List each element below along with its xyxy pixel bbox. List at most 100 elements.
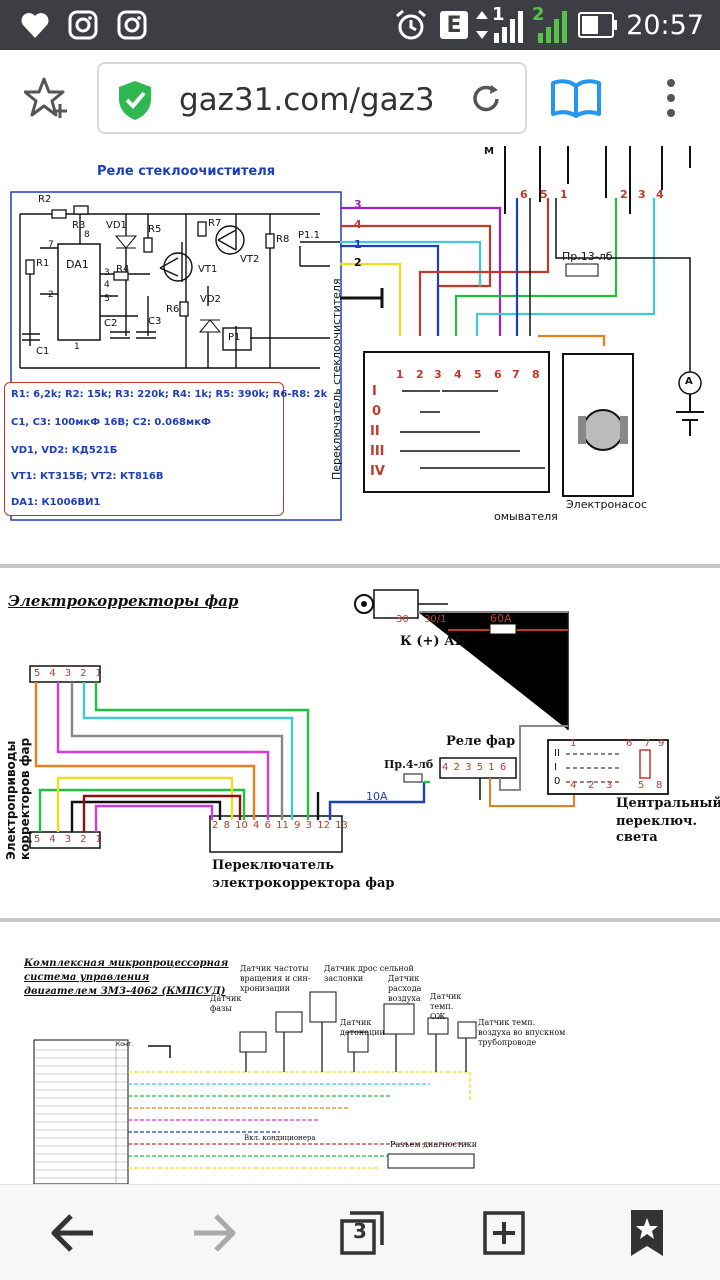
switch-position: IV	[370, 464, 385, 479]
switch-position: III	[370, 444, 385, 459]
sensor-label: Датчик частоты вращения и син-хронизации	[240, 964, 311, 993]
sensor-label: Датчик детонации	[340, 1018, 385, 1037]
label-p1: P1	[228, 332, 241, 343]
label-da1: DA1	[66, 258, 89, 271]
connector-pins-bottom: 54321	[34, 834, 111, 845]
spec-line: С1, С3: 100мкФ 16В; С2: 0.068мкФ	[11, 417, 211, 428]
motor-letter: M	[484, 146, 494, 157]
wiper-wiring-drawing	[10, 146, 704, 521]
switch-pin: 1	[396, 368, 404, 381]
bookmark-add-icon[interactable]	[23, 76, 70, 124]
motor-pin: 1	[560, 188, 568, 201]
ecu-title-1: Комплексная микропроцессорная	[24, 958, 229, 969]
pin-8: 8	[84, 230, 90, 240]
ac-label: Вкл. кондиционера	[244, 1134, 316, 1142]
reader-mode-icon[interactable]	[550, 78, 602, 122]
bottom-navigation: 3	[0, 1184, 720, 1280]
switch-position: I	[372, 384, 377, 399]
ecu-title-2: система управления	[24, 972, 150, 983]
pin-2: 2	[48, 290, 54, 300]
spec-line: VT1: КТ315Б; VT2: КТ816В	[11, 471, 164, 482]
signal-icon	[530, 0, 570, 50]
bookmarks-icon[interactable]	[607, 1193, 687, 1273]
spec-line: R1: 6,2k; R2: 15k; R3: 220k; R4: 1k; R5:…	[11, 389, 328, 400]
switch-pin: 7	[512, 368, 520, 381]
headlight-title: Электрокорректоры фар	[8, 592, 239, 610]
network-type-label: E	[440, 11, 468, 39]
central-pin: 8	[656, 780, 663, 791]
forward-arrow-icon[interactable]	[175, 1193, 255, 1273]
instagram-icon	[117, 0, 147, 50]
motor-pin: 4	[656, 188, 664, 201]
clock: 20:57	[626, 9, 704, 41]
central-pin: 9	[658, 738, 665, 749]
switch-pin: 8	[532, 368, 540, 381]
reload-icon[interactable]	[469, 82, 503, 120]
label-r5: R5	[148, 224, 162, 235]
label-p11: P1.1	[298, 230, 320, 241]
sensor-label: Датчик дрос сельной заслонки	[324, 964, 414, 983]
switch-pin: 3	[434, 368, 442, 381]
menu-icon[interactable]	[664, 78, 678, 122]
switch-pin: 5	[474, 368, 482, 381]
alarm-icon	[394, 0, 428, 50]
fuse-label: Пр.13-лб	[562, 250, 613, 263]
relay-label: Реле фар	[446, 734, 516, 749]
ecu-title-3: двигателем ЗМЗ-4062 (КМПСУД)	[24, 986, 226, 997]
label-c2: C2	[104, 318, 118, 329]
pin-4: 4	[104, 280, 110, 290]
central-switch-label-2: переключ.	[616, 814, 698, 829]
back-arrow-icon[interactable]	[32, 1193, 112, 1273]
central-pin: 2	[588, 780, 595, 791]
label-r6: R6	[166, 304, 180, 315]
central-pin: 5	[638, 780, 645, 791]
central-pin: 1	[570, 738, 577, 749]
wire-label: 1	[354, 238, 362, 251]
central-pin: 6	[626, 738, 633, 749]
label-vt1: VT1	[198, 264, 218, 275]
pump-label: Электронасос	[566, 498, 648, 511]
spec-line: DA1: К1006ВИ1	[11, 497, 101, 508]
fuse-60-label: 60А	[490, 612, 512, 625]
ammeter-label: А	[685, 376, 693, 387]
central-pos-I: I	[554, 762, 557, 773]
actuators-label: Электроприводы корректоров фар	[4, 737, 32, 860]
tabs-icon	[340, 1211, 384, 1255]
url-field[interactable]: gaz31.com/gaz3	[97, 62, 527, 134]
tabs-button[interactable]: 3	[322, 1193, 402, 1273]
label-r4: R4	[116, 264, 130, 275]
sensor-label: Датчик расхода воздуха	[388, 974, 422, 1003]
switch-title: Переключатель стеклоочистителя	[330, 278, 343, 480]
heart-icon	[20, 0, 50, 50]
label-r1: R1	[36, 258, 50, 269]
central-pin: 3	[606, 780, 613, 791]
instagram-icon	[68, 0, 98, 50]
label-vt2: VT2	[240, 254, 260, 265]
specs-box: R1: 6,2k; R2: 15k; R3: 220k; R4: 1k; R5:…	[4, 382, 327, 516]
engine-control-diagram: Комплексная микропроцессорная система уп…	[0, 922, 720, 1184]
motor-pin: 3	[638, 188, 646, 201]
motor-pin: 5	[540, 188, 548, 201]
status-bar: E 1 2 20:57	[0, 0, 720, 50]
divider	[0, 918, 720, 922]
diag-connector-label: Разъем диагностики	[390, 1140, 478, 1149]
headlight-wiring-drawing	[29, 589, 669, 853]
switch-pin-row: 2 8 10 4 6 11 9 3 12 13	[212, 820, 348, 831]
divider	[0, 564, 720, 568]
motor-pin: 6	[520, 188, 528, 201]
label-c1: C1	[36, 346, 50, 357]
fuse-10-label: 10А	[366, 790, 388, 803]
label-vd1: VD1	[106, 220, 127, 231]
sensor-label: Датчик темп. ОЖ	[430, 992, 462, 1021]
relay-title: Реле стеклоочистителя	[97, 164, 276, 179]
ignition-30: 30	[396, 614, 409, 625]
sim2-label: 2	[532, 4, 545, 25]
browser-toolbar: gaz31.com/gaz3	[0, 50, 720, 146]
pin-1: 1	[74, 342, 80, 352]
headlight-corrector-diagram: Электрокорректоры фар Электроприводы кор…	[0, 570, 720, 916]
new-tab-icon[interactable]	[464, 1193, 544, 1273]
switch-position: II	[370, 424, 380, 439]
central-pin: 4	[570, 780, 577, 791]
secure-shield-icon	[117, 79, 153, 125]
